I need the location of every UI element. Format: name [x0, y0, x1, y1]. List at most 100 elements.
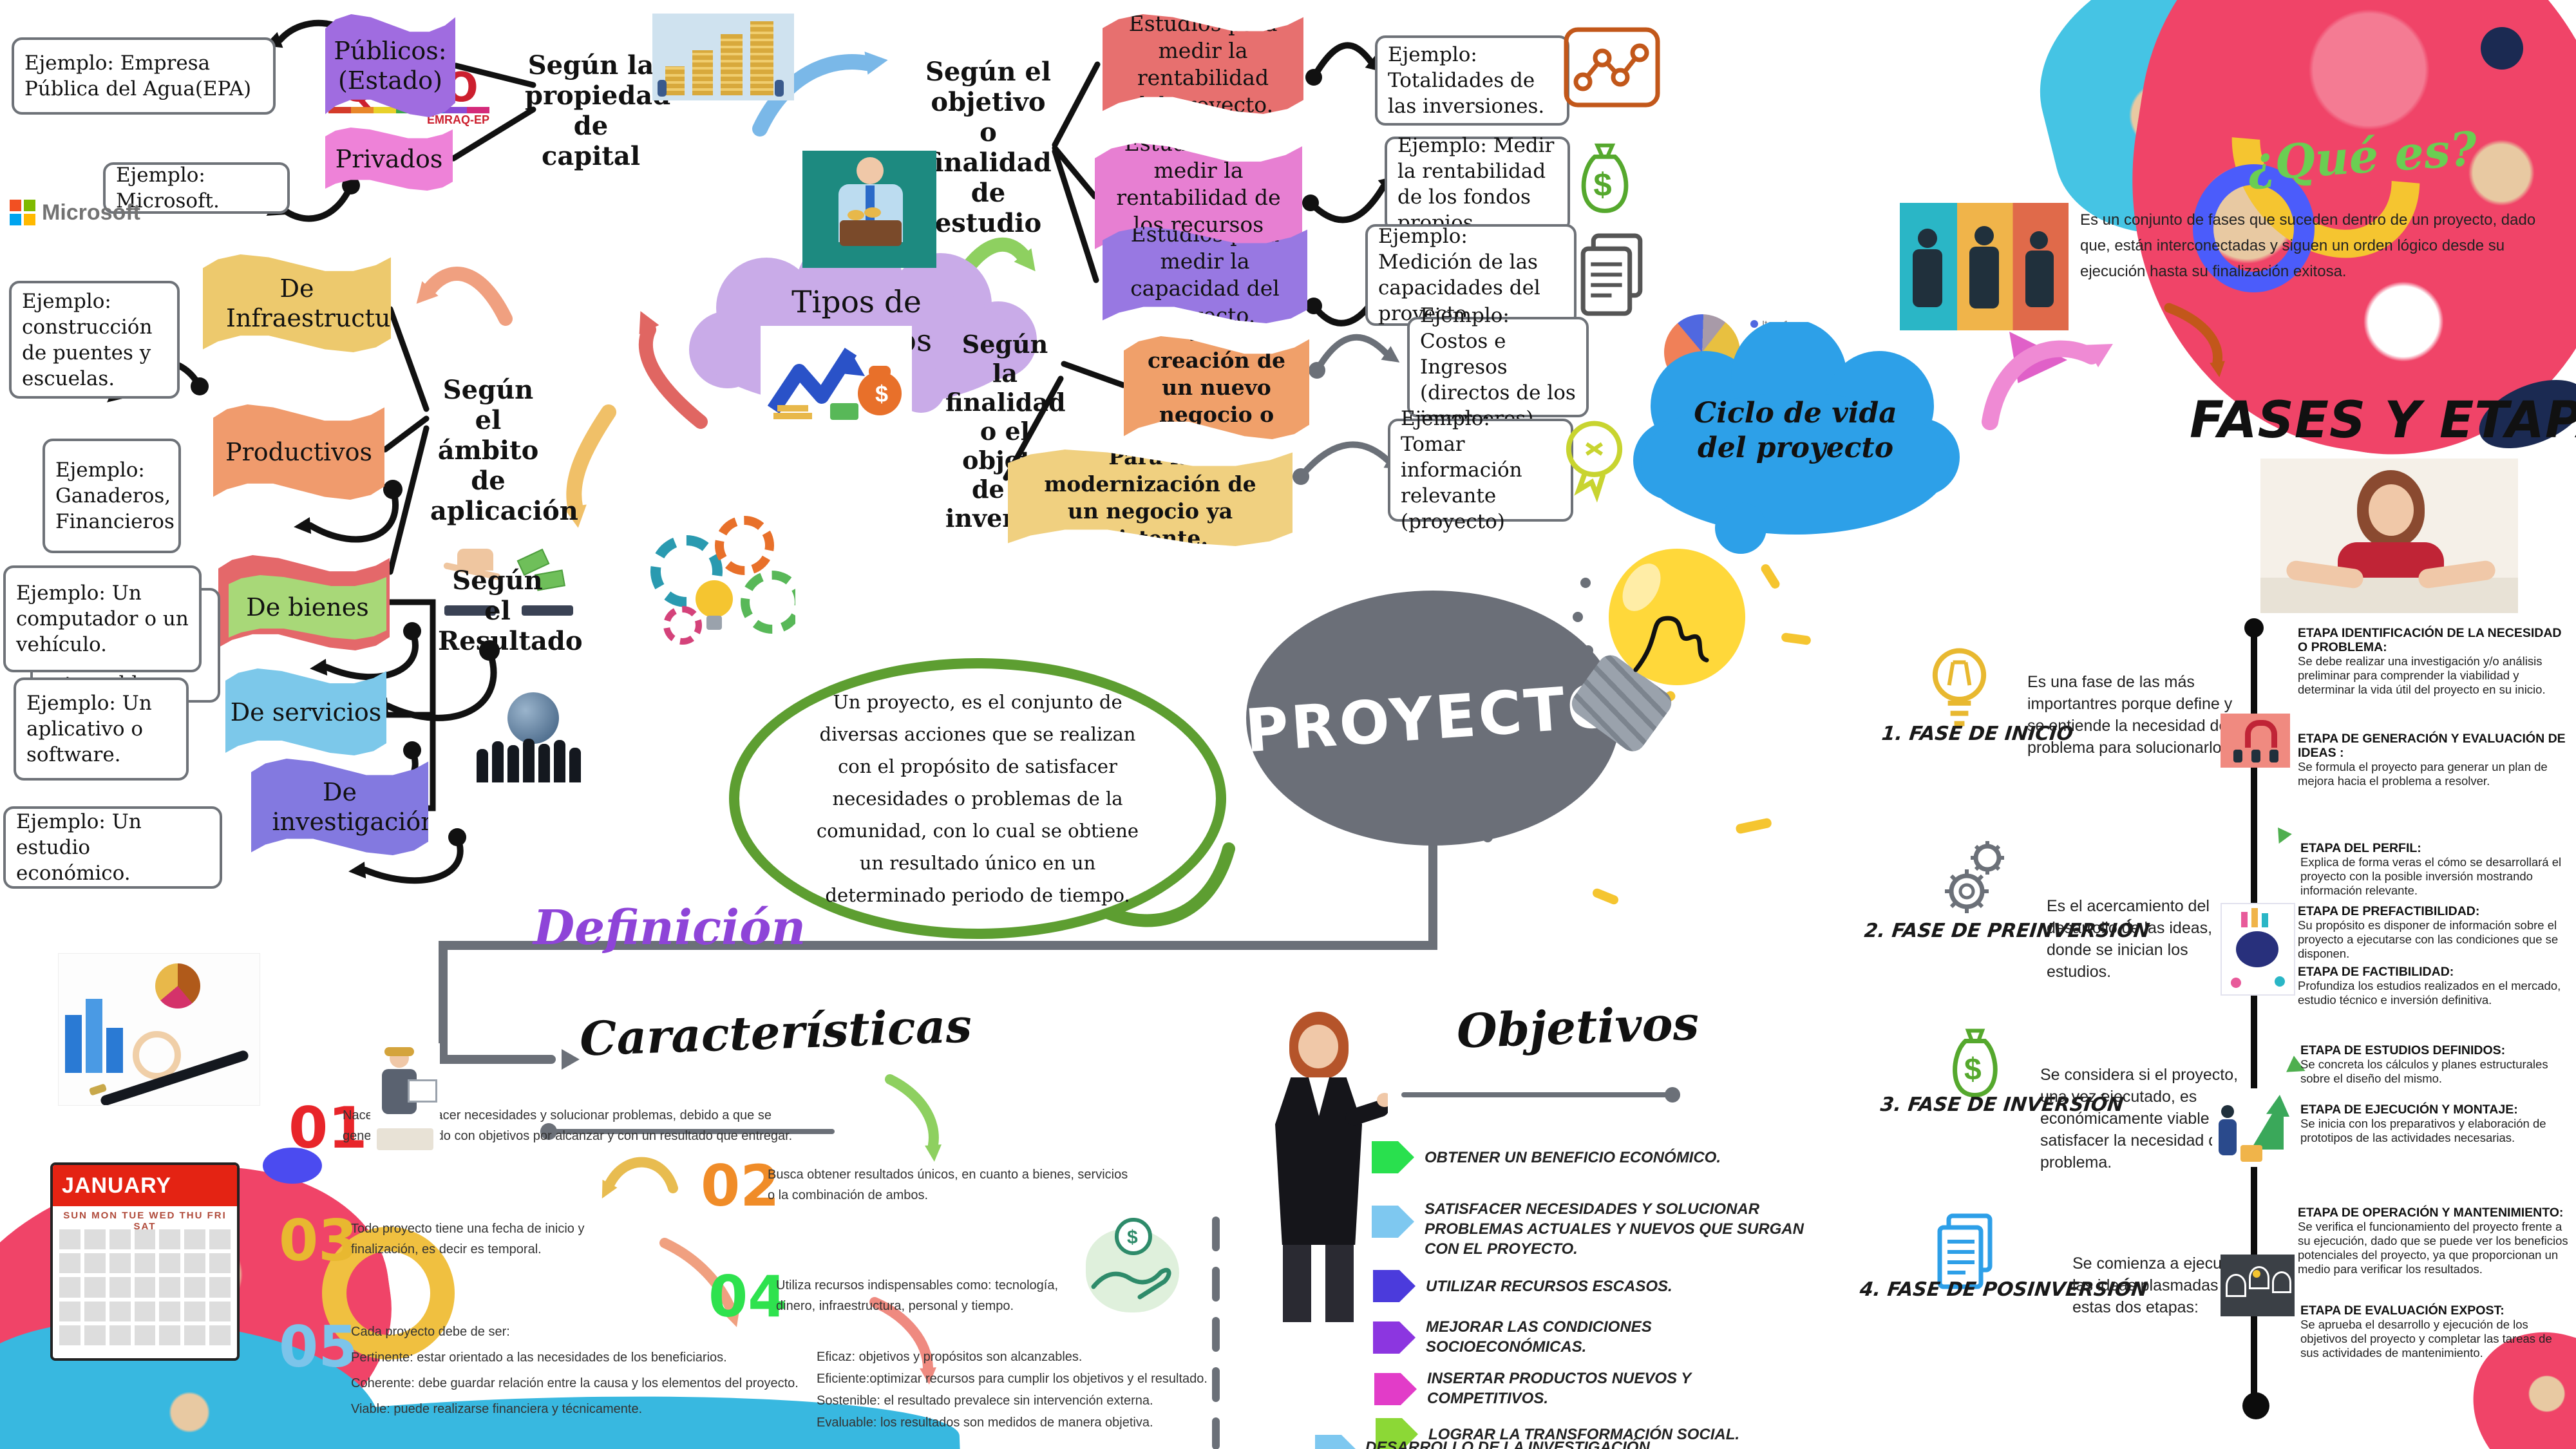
etapa-2-text: Se formula el proyecto para generar un p… — [2298, 760, 2548, 788]
example-fondos-box: Ejemplo: Medir la rentabilidad de los fo… — [1385, 134, 1570, 234]
flag-productivos-label: Productivos — [225, 438, 372, 466]
carac-text-03: Todo proyecto tiene una fecha de inicio … — [351, 1222, 585, 1256]
carac-text-04: Utiliza recursos indispensables como: te… — [776, 1278, 1058, 1313]
etapa-7-text: Se inicia con los preparativos y elabora… — [2300, 1117, 2546, 1144]
etapa-3: ETAPA DEL PERFIL: Explica de forma veras… — [2300, 841, 2571, 898]
etapa-2-title: ETAPA DE GENERACIÓN Y EVALUACIÓN DE IDEA… — [2298, 732, 2566, 760]
etapa-5: ETAPA DE FACTIBILIDAD: Profundiza los es… — [2298, 965, 2568, 1007]
flag-de-servicios: De servicios — [225, 668, 386, 755]
svg-text:$: $ — [1964, 1053, 1982, 1087]
flag-de-bienes-label: De bienes — [246, 593, 369, 621]
flag-de-investigacion: De investigación — [251, 759, 428, 855]
proyecto-ellipse: PROYECTO — [1243, 591, 1623, 846]
example-informacion-text: Ejemplo: Tomar información relevante (pr… — [1401, 407, 1522, 533]
carac-num-03: 03 — [279, 1208, 358, 1274]
que-es-text: Es un conjunto de fases que suceden dent… — [2080, 211, 2536, 280]
flag-publicos-label: Públicos: (Estado) — [334, 37, 447, 95]
objetivos-title: Objetivos — [1455, 995, 1700, 1059]
objetivo-text-4: MEJORAR LAS CONDICIONES SOCIOECONÓMICAS. — [1426, 1318, 1652, 1356]
example-productivos-text: Ejemplo: Ganaderos, Financieros — [55, 459, 175, 533]
example-microsoft-text: Ejemplo: Microsoft. — [116, 164, 220, 213]
carac-text-02: Busca obtener resultados únicos, en cuan… — [768, 1168, 1128, 1202]
example-investigacion-text: Ejemplo: Un estudio económico. — [16, 810, 142, 885]
etapa-8-text: Se verifica el funcionamiento del proyec… — [2298, 1220, 2568, 1276]
etapa-9: ETAPA DE EVALUACIÓN EXPOST: Se aprueba e… — [2300, 1303, 2571, 1360]
example-costos-box: Ejemplo: Costos e Ingresos (directos de … — [1407, 304, 1589, 430]
example-investigacion-box: Ejemplo: Un estudio económico. — [3, 806, 222, 889]
objetivo-text-2: SATISFACER NECESIDADES Y SOLUCIONAR PROB… — [1425, 1200, 1804, 1258]
fase1-desc: Es una fase de las más importantres porq… — [2027, 673, 2233, 757]
etapa-4: ETAPA DE PREFACTIBILIDAD: Su propósito e… — [2298, 904, 2568, 961]
timeline-analytics-image — [2221, 903, 2295, 996]
decor-blue-ellipse — [263, 1148, 322, 1184]
svg-text:$: $ — [875, 381, 888, 407]
carac-num-02: 02 — [701, 1153, 780, 1219]
flag-productivos: Productivos — [213, 404, 384, 500]
fase1-bulb-icon — [1932, 648, 1987, 726]
team-meeting-image — [1900, 203, 2069, 330]
example-capacidades-box: Ejemplo: Medición de las capacidades del… — [1365, 224, 1577, 326]
timeline-magnet-image — [2221, 714, 2290, 768]
flag-privados-label: Privados — [335, 145, 443, 173]
fases-etapas-title: FASES Y ETAPAS — [2190, 392, 2576, 450]
calendar-days-row: SUN MON TUE WED THU FRI SAT — [63, 1210, 227, 1232]
growth-chart-illustration: $ — [761, 326, 912, 428]
etapa-8: ETAPA DE OPERACIÓN Y MANTENIMIENTO: Se v… — [2298, 1206, 2568, 1276]
definicion-title: Definición — [533, 900, 806, 956]
microsoft-logo-icon — [10, 200, 35, 225]
decor-navy-dot-tr — [2481, 27, 2523, 70]
example-servicios-box: Ejemplo: Un aplicativo o software. — [14, 677, 189, 781]
svg-text:$: $ — [1593, 166, 1611, 203]
example-totalidades-box: Ejemplo: Totalidades de las inversiones. — [1375, 35, 1569, 126]
definicion-ellipse: Un proyecto, es el conjunto de diversas … — [729, 658, 1226, 939]
flag-privados: Privados — [325, 128, 453, 191]
objetivo-text-3: UTILIZAR RECURSOS ESCASOS. — [1426, 1278, 1672, 1295]
example-epa-text: Ejemplo: Empresa Pública del Agua(EPA) — [24, 52, 252, 100]
example-totalidades-text: Ejemplo: Totalidades de las inversiones. — [1388, 43, 1545, 118]
ciclo-cloud-text: Ciclo de vida del proyecto — [1694, 397, 1897, 464]
heading-resultado: Según el Resultado — [438, 565, 583, 656]
example-infraestructura-text: Ejemplo: construcción de puentes y escue… — [22, 289, 153, 390]
example-informacion-box: Ejemplo: Tomar información relevante (pr… — [1388, 407, 1573, 533]
definicion-text: Un proyecto, es el conjunto de diversas … — [816, 691, 1139, 906]
etapa-5-title: ETAPA DE FACTIBILIDAD: — [2298, 965, 2454, 979]
documents-icon — [1580, 233, 1643, 316]
etapa-6-title: ETAPA DE ESTUDIOS DEFINIDOS: — [2300, 1043, 2506, 1057]
example-fondos-text: Ejemplo: Medir la rentabilidad de los fo… — [1397, 134, 1555, 234]
svg-text:$: $ — [1127, 1227, 1138, 1248]
calendar-illustration: JANUARY SUN MON TUE WED THU FRI SAT — [50, 1162, 240, 1361]
fase4-desc: Se comienza a ejecutar las ideas plasmad… — [2072, 1255, 2246, 1316]
microsoft-logo-text: Microsoft — [42, 200, 140, 225]
flag-publicos: Públicos: (Estado) — [325, 14, 455, 117]
ciclo-cloud: Ciclo de vida del proyecto — [1628, 319, 1963, 560]
proyecto-title: PROYECTO — [1243, 670, 1623, 766]
flag-de-bienes: De bienes — [229, 575, 386, 639]
heading-propiedad: Según la propiedad de capital — [525, 50, 671, 171]
objetivo-text-6: LOGRAR LA TRANSFORMACIÓN SOCIAL. — [1428, 1426, 1740, 1443]
objetivo-text-1: OBTENER UN BENEFICIO ECONÓMICO. — [1425, 1149, 1721, 1166]
etapa-3-text: Explica de forma veras el cómo se desarr… — [2300, 855, 2562, 897]
etapa-2: ETAPA DE GENERACIÓN Y EVALUACIÓN DE IDEA… — [2298, 732, 2568, 788]
man-book-illustration — [802, 151, 936, 268]
flag-de-investigacion-label: De investigación — [272, 778, 437, 836]
etapa-7-title: ETAPA DE EJECUCIÓN Y MONTAJE: — [2300, 1103, 2518, 1117]
carac-num-05: 05 — [279, 1314, 358, 1380]
etapa-1-title: ETAPA IDENTIFICACIÓN DE LA NECESIDAD O P… — [2298, 626, 2562, 654]
fase3-desc: Se considera si el proyecto, una vez eje… — [2040, 1066, 2246, 1171]
idea-bulb-icon — [1566, 421, 1623, 503]
calendar-month: JANUARY — [62, 1173, 172, 1198]
example-productivos-box: Ejemplo: Ganaderos, Financieros — [43, 439, 181, 553]
objetivo-text-7: DESARROLLO DE LA INVESTIGACIÓN. — [1365, 1439, 1654, 1449]
flag-infraestructura-label: De Infraestructura — [226, 274, 417, 332]
etapa-1: ETAPA IDENTIFICACIÓN DE LA NECESIDAD O P… — [2298, 626, 2568, 697]
example-servicios-text: Ejemplo: Un aplicativo o software. — [26, 692, 152, 766]
example-capacidades-text: Ejemplo: Medición de las capacidades del… — [1378, 225, 1540, 325]
etapa-7: ETAPA DE EJECUCIÓN Y MONTAJE: Se inicia … — [2300, 1103, 2571, 1145]
calendar-header: JANUARY — [53, 1165, 237, 1206]
calendar-grid — [59, 1229, 231, 1345]
example-bienes-box: Ejemplo: Un computador o un vehículo. — [3, 565, 202, 672]
woman-portrait-image — [2260, 459, 2518, 613]
flag-estudio-3-label: Estudios para medir la capacidad del pro… — [1130, 222, 1280, 328]
example-microsoft-box: Ejemplo: Microsoft. — [103, 162, 290, 214]
microsoft-logo: Microsoft — [10, 198, 158, 227]
